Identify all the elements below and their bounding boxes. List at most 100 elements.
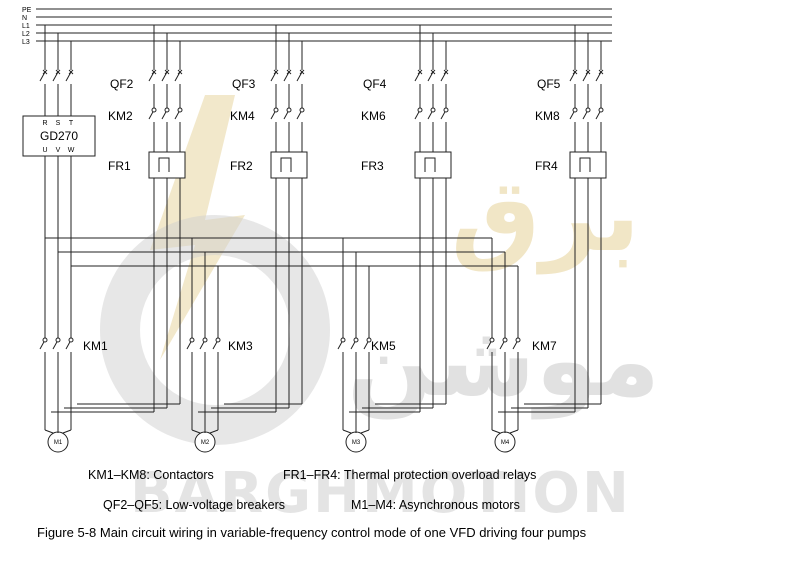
legend-contactors: KM1–KM8: Contactors <box>88 468 214 482</box>
breaker-contact-0-0 <box>148 69 157 82</box>
legend-relays: FR1–FR4: Thermal protection overload rel… <box>283 468 537 482</box>
breaker-contact-2-1 <box>427 69 436 82</box>
breaker-contact-2-0 <box>414 69 423 82</box>
breaker-contact-0-2 <box>174 69 183 82</box>
relay-label-fr1: FR1 <box>108 159 131 173</box>
contact-dot <box>273 107 279 113</box>
breaker-contact-3-0 <box>569 69 578 82</box>
motor-lead-3-2 <box>509 429 519 434</box>
motor-lead-0-0 <box>44 429 54 434</box>
contact-stroke <box>417 69 423 75</box>
legend-breakers: QF2–QF5: Low-voltage breakers <box>103 498 286 512</box>
mains-contactor-1-0 <box>270 107 279 120</box>
contactor-label-km3: KM3 <box>228 339 253 353</box>
mains-contactor-2-0 <box>414 107 423 120</box>
contact-stroke <box>164 69 170 75</box>
contactor-label-km5: KM5 <box>371 339 396 353</box>
vfd-contactor-3-0 <box>486 337 495 350</box>
mains-contactor-1-1 <box>283 107 292 120</box>
breaker-label-qf3: QF3 <box>232 77 256 91</box>
motor-label-m3: M3 <box>352 440 361 446</box>
contact-dot <box>177 107 183 113</box>
contact-dot <box>515 337 521 343</box>
contact-dot <box>489 337 495 343</box>
breaker-contact-3-2 <box>595 69 604 82</box>
motor-lead-2-0 <box>342 429 352 434</box>
vfd-input-t: T <box>69 120 74 127</box>
breaker-contact-1-1 <box>283 69 292 82</box>
motor-lead-1-2 <box>209 429 219 434</box>
motor-lead-0-2 <box>62 429 72 434</box>
breaker-label-qf5: QF5 <box>537 77 561 91</box>
vfd-contactor-0-0 <box>39 337 48 350</box>
overload-relay-2 <box>270 151 308 179</box>
contact-stroke <box>430 69 436 75</box>
vfd-contactor-2-2 <box>363 337 372 350</box>
overload-relay-1 <box>148 151 186 179</box>
motor-lead-1-0 <box>191 429 201 434</box>
overload-heater <box>280 157 292 172</box>
legend-motors: M1–M4: Asynchronous motors <box>351 498 520 512</box>
contact-dot <box>430 107 436 113</box>
contact-stroke <box>177 69 183 75</box>
vfd-contactor-0-1 <box>52 337 61 350</box>
motor-label-m4: M4 <box>501 440 510 446</box>
contact-stroke <box>273 69 279 75</box>
contact-dot <box>572 107 578 113</box>
breaker-label-qf4: QF4 <box>363 77 387 91</box>
watermark-latin: BARGHMOTION <box>130 461 631 526</box>
relay-label-fr2: FR2 <box>230 159 253 173</box>
overload-relay-4 <box>569 151 607 179</box>
motor-lead-2-2 <box>360 429 370 434</box>
contact-dot <box>164 107 170 113</box>
figure-caption: Figure 5-8 Main circuit wiring in variab… <box>37 525 587 540</box>
overload-heater <box>579 157 591 172</box>
contact-dot <box>55 337 61 343</box>
bus-label-l2: L2 <box>22 31 30 38</box>
watermark-gear-icon <box>100 215 330 445</box>
contact-stroke <box>151 69 157 75</box>
vfd-output-u: U <box>42 147 47 154</box>
mains-contactor-2-1 <box>427 107 436 120</box>
contact-stroke <box>42 69 48 75</box>
vfd-contactor-2-1 <box>350 337 359 350</box>
contact-stroke <box>55 69 61 75</box>
bus-label-l1: L1 <box>22 23 30 30</box>
vfd-input-r: R <box>42 120 47 127</box>
contact-dot <box>340 337 346 343</box>
bus-label-n: N <box>22 15 27 22</box>
breaker-contact-0-1 <box>161 69 170 82</box>
contactor-label-km8: KM8 <box>535 109 560 123</box>
breaker-label-qf2: QF2 <box>110 77 134 91</box>
vfd-contactor-1-2 <box>212 337 221 350</box>
vfd-contactor-3-1 <box>499 337 508 350</box>
contact-stroke <box>286 69 292 75</box>
contactor-label-km6: KM6 <box>361 109 386 123</box>
vfd-breaker-0 <box>39 69 48 82</box>
contact-dot <box>299 107 305 113</box>
mains-contactor-3-2 <box>595 107 604 120</box>
contact-dot <box>598 107 604 113</box>
contact-dot <box>42 337 48 343</box>
overload-heater <box>158 157 170 172</box>
contact-dot <box>585 107 591 113</box>
motor-lead-3-0 <box>491 429 501 434</box>
watermark-arabic-bottom: موشن <box>347 302 660 420</box>
overload-relay-3 <box>414 151 452 179</box>
mains-contactor-0-1 <box>161 107 170 120</box>
contact-dot <box>502 337 508 343</box>
contactor-label-km7: KM7 <box>532 339 557 353</box>
contact-dot <box>215 337 221 343</box>
contact-dot <box>366 337 372 343</box>
breaker-contact-1-0 <box>270 69 279 82</box>
wiring <box>22 8 612 453</box>
contact-stroke <box>443 69 449 75</box>
contact-stroke <box>299 69 305 75</box>
relay-label-fr4: FR4 <box>535 159 558 173</box>
contact-dot <box>286 107 292 113</box>
contact-dot <box>417 107 423 113</box>
vfd-contactor-1-0 <box>186 337 195 350</box>
breaker-contact-2-2 <box>440 69 449 82</box>
